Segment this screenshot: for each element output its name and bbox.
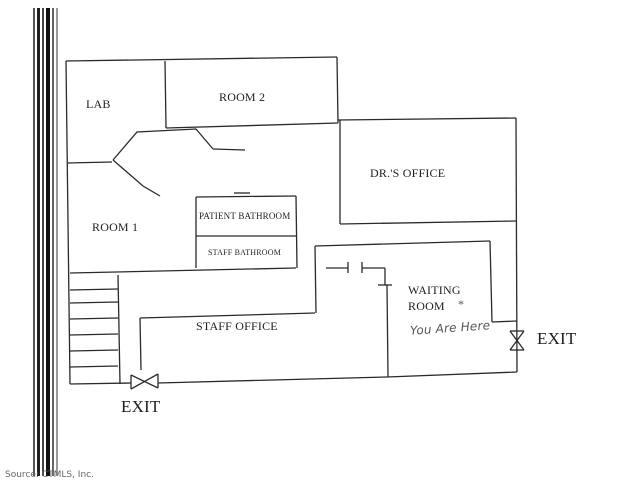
wall bbox=[66, 161, 113, 164]
room-label-room: ROOM bbox=[408, 299, 445, 313]
wall bbox=[386, 284, 389, 378]
wall bbox=[65, 56, 338, 62]
wall bbox=[491, 320, 518, 323]
wall bbox=[112, 159, 161, 197]
stairs bbox=[69, 301, 119, 304]
wall bbox=[489, 240, 493, 323]
wall bbox=[314, 240, 491, 247]
stairs bbox=[69, 333, 119, 336]
exit-door-right bbox=[509, 330, 525, 351]
wall bbox=[386, 371, 518, 378]
wall bbox=[65, 60, 71, 385]
stairs bbox=[69, 365, 119, 368]
wall bbox=[212, 148, 246, 151]
room-label-waiting: WAITING bbox=[408, 283, 461, 297]
room-label-staff-office: STAFF OFFICE bbox=[196, 319, 278, 333]
wall bbox=[336, 56, 339, 124]
room-label-drs-office: DR.'S OFFICE bbox=[370, 166, 446, 180]
room-label-staff-bathroom: STAFF BATHROOM bbox=[208, 248, 282, 257]
source-credit: Source: CTMLS, Inc. bbox=[5, 470, 94, 480]
wall bbox=[69, 267, 297, 274]
wall bbox=[339, 220, 517, 225]
room-label-lab: LAB bbox=[86, 97, 111, 111]
exit-label-right: EXIT bbox=[537, 329, 577, 348]
exit-label-bottom: EXIT bbox=[121, 397, 161, 416]
stairs bbox=[69, 288, 119, 291]
star-marker: * bbox=[458, 297, 465, 311]
wall bbox=[69, 382, 132, 385]
wall bbox=[337, 117, 517, 121]
room-label-patient-bathroom: PATIENT BATHROOM bbox=[199, 211, 291, 221]
room-label-room1: ROOM 1 bbox=[92, 220, 139, 234]
wall bbox=[195, 195, 297, 198]
exit-door-bottom bbox=[130, 373, 159, 390]
stairs bbox=[69, 317, 119, 320]
wall bbox=[157, 376, 388, 384]
stairs bbox=[117, 274, 121, 385]
wall bbox=[139, 312, 316, 319]
wall bbox=[314, 245, 317, 314]
wall bbox=[165, 122, 339, 129]
room-label-room2: ROOM 2 bbox=[219, 90, 266, 104]
wall bbox=[139, 317, 142, 371]
wall bbox=[295, 195, 298, 269]
wall bbox=[515, 117, 518, 373]
wall bbox=[112, 128, 214, 161]
stairs bbox=[69, 349, 119, 352]
wall bbox=[164, 60, 167, 129]
